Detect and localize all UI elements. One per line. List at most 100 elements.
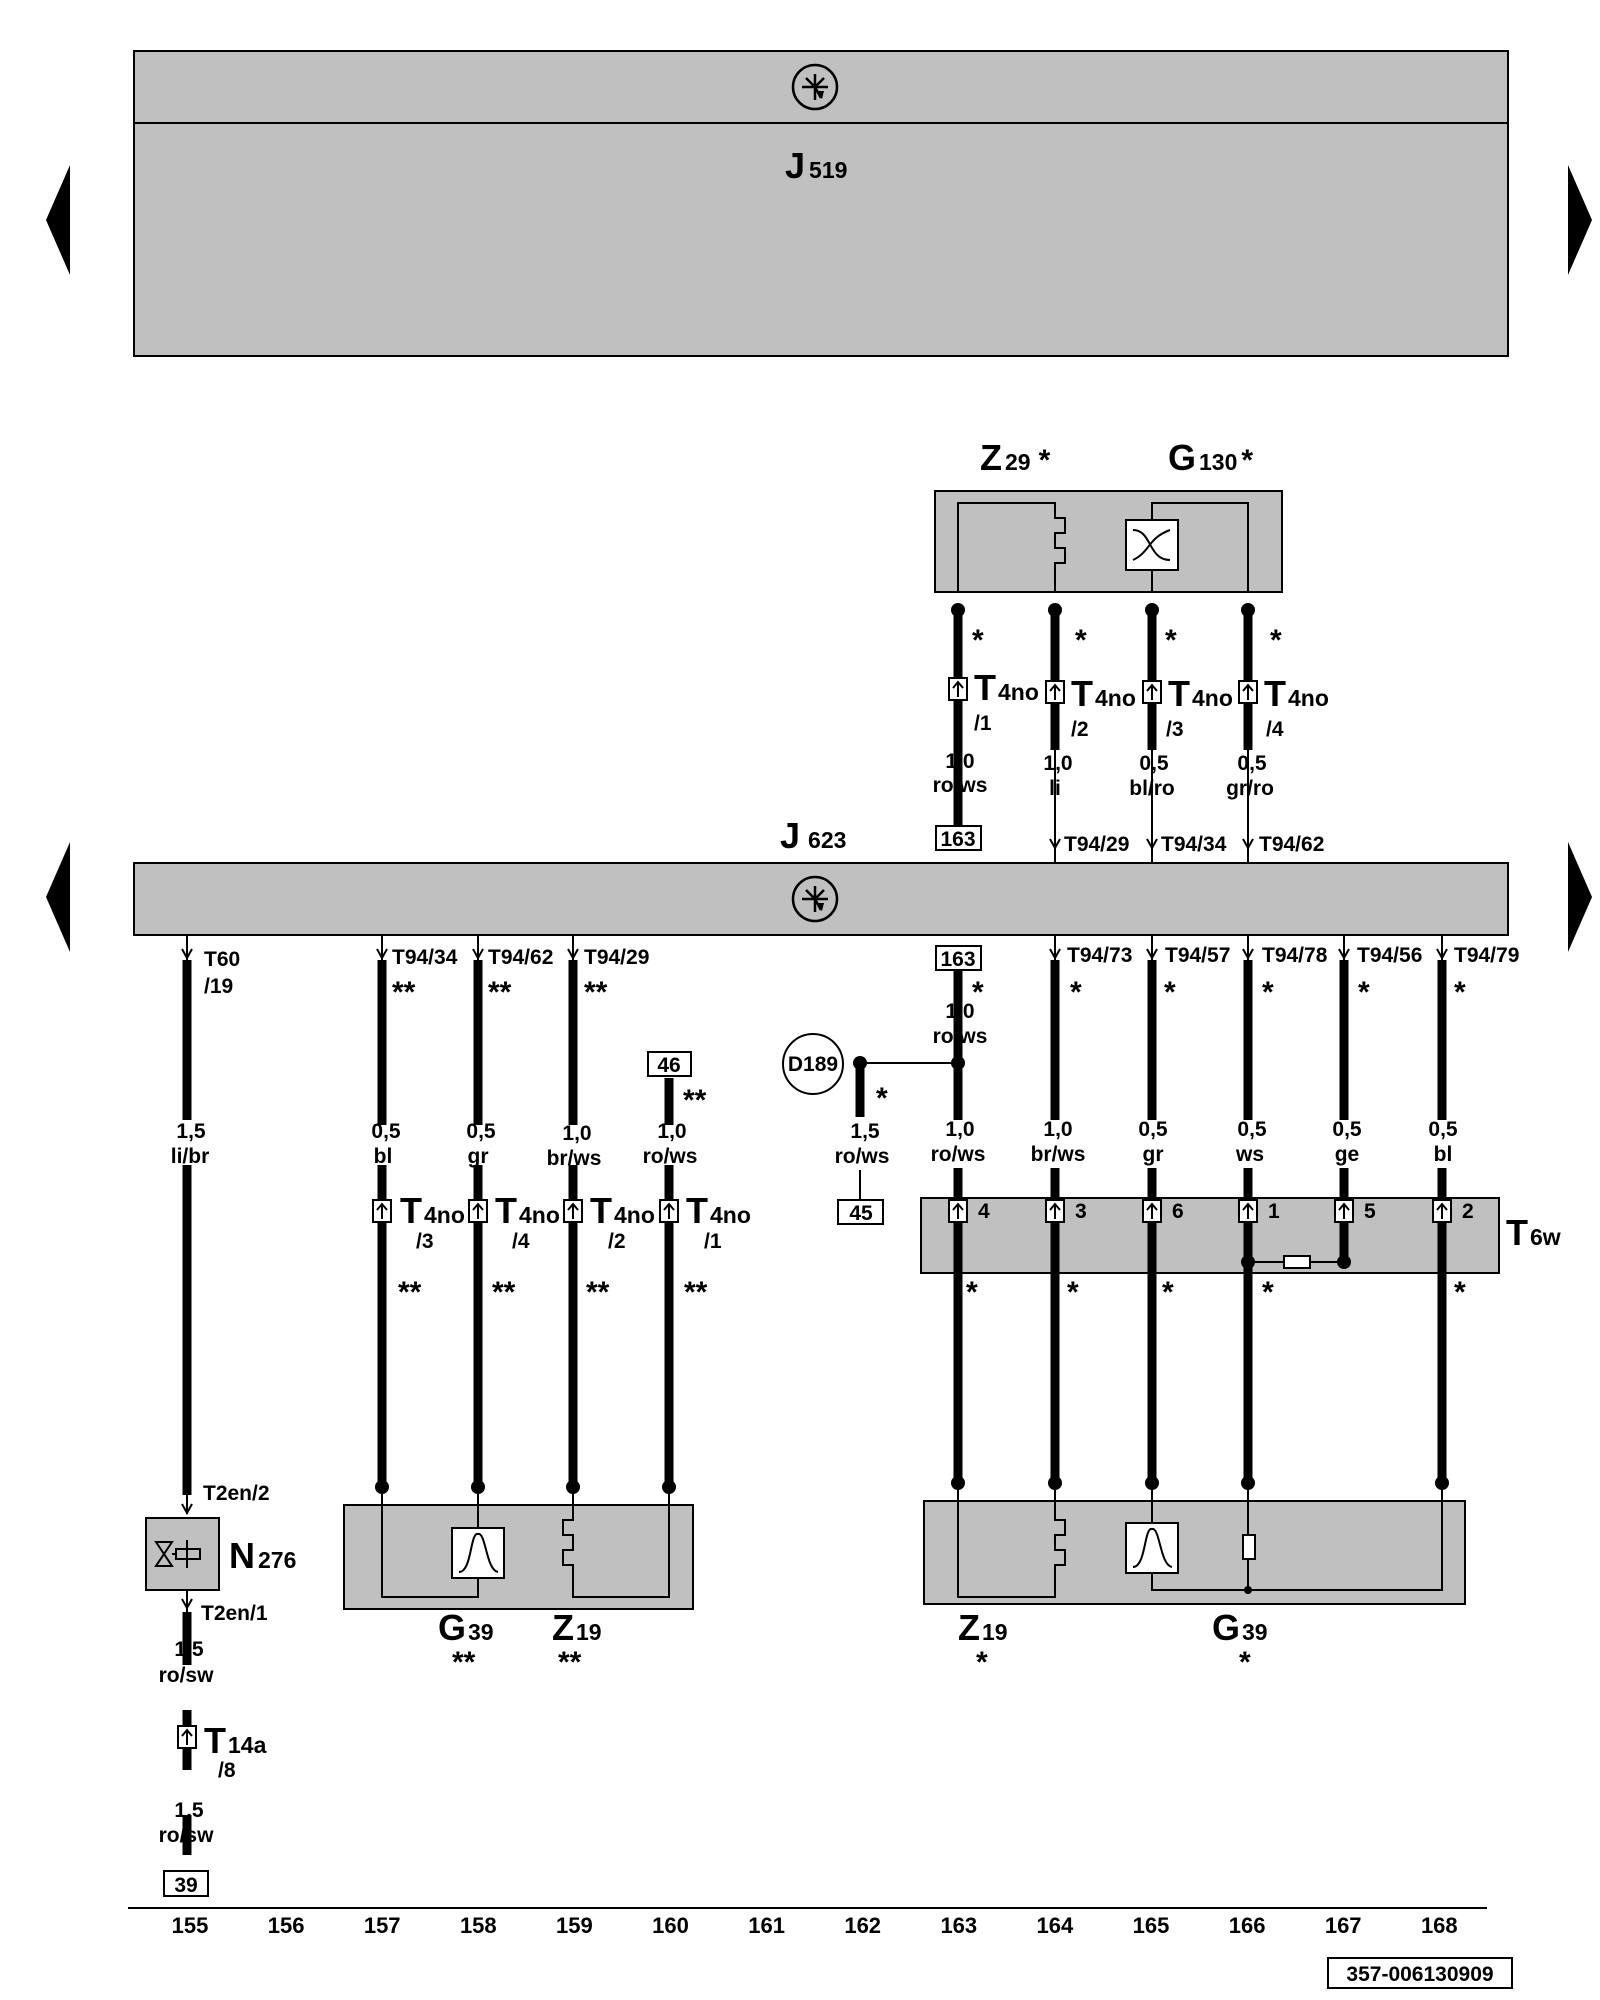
connector-sub: 4no <box>424 1202 465 1228</box>
svg-text:Z19: Z19 <box>958 1607 1008 1648</box>
wire-color: ge <box>1335 1143 1360 1166</box>
connector-icon <box>1238 1199 1258 1223</box>
next-page-arrow-icon[interactable] <box>1568 165 1592 275</box>
connector-pin: /2 <box>608 1230 626 1253</box>
column-number: 165 <box>1133 1913 1170 1938</box>
reference-number[interactable]: 46 <box>657 1054 680 1077</box>
t6w-sub: 6w <box>1530 1224 1561 1250</box>
wire-gauge: 0,5 <box>466 1120 496 1143</box>
g130-sub: 130 <box>1199 449 1237 475</box>
wire-gauge: 1,5 <box>176 1120 206 1143</box>
sensor-icon <box>1125 519 1179 571</box>
document-id-box <box>1327 1957 1513 1989</box>
reference-box <box>837 1199 884 1225</box>
wire-mark: * <box>1162 1276 1174 1309</box>
reference-number[interactable]: 45 <box>849 1202 873 1225</box>
connector-pin: 6 <box>1172 1200 1184 1223</box>
prev-page-arrow-icon[interactable] <box>46 842 70 952</box>
g39-sub: 39 <box>468 1619 494 1645</box>
pin-label: T94/34 <box>392 946 458 969</box>
wire-color: gr/ro <box>1226 777 1274 800</box>
svg-text:T6w: T6w <box>1506 1212 1561 1253</box>
svg-text:T4no: T4no <box>1168 673 1233 714</box>
svg-text:T14a: T14a <box>204 1720 267 1761</box>
wire-color: ro/ws <box>835 1145 890 1168</box>
reference-box <box>163 1870 209 1897</box>
connector-label: T <box>1071 673 1093 714</box>
g130-label: G <box>1168 437 1196 478</box>
wire-gauge: 0,5 <box>371 1120 401 1143</box>
wire-color: ro/sw <box>159 1664 215 1687</box>
wire-color: ro/ws <box>933 1025 988 1048</box>
reference-number[interactable]: 163 <box>940 948 975 971</box>
wire-mark: ** <box>492 1276 516 1309</box>
wire-mark: ** <box>683 1084 707 1117</box>
pin-label: /19 <box>204 975 233 998</box>
connector-label: T <box>400 1190 422 1231</box>
d189-connection <box>782 1033 965 1225</box>
t6w-label: T <box>1506 1212 1528 1253</box>
reference-number[interactable]: 163 <box>940 828 975 851</box>
d189-label: D189 <box>788 1053 838 1076</box>
wire-gauge: 0,5 <box>1332 1118 1362 1141</box>
connector-icon <box>1238 680 1258 704</box>
pin-label: T94/73 <box>1067 944 1132 967</box>
resistor-icon <box>1283 1255 1311 1269</box>
reference-number[interactable]: 39 <box>174 1874 197 1897</box>
connector-pin: /1 <box>974 712 992 735</box>
next-page-arrow-icon[interactable] <box>1568 842 1592 952</box>
pin-label: T94/56 <box>1357 944 1422 967</box>
pin-label: T94/79 <box>1454 944 1519 967</box>
svg-text:G39: G39 <box>438 1607 494 1648</box>
connector-label: T <box>495 1190 517 1231</box>
column-number: 167 <box>1325 1913 1362 1938</box>
connector-sub: 4no <box>1192 685 1233 711</box>
prev-page-arrow-icon[interactable] <box>46 165 70 275</box>
wire-gauge: 1,0 <box>1043 1118 1072 1141</box>
z29-sub: 29 <box>1005 449 1031 475</box>
connector-icon <box>659 1199 679 1223</box>
wire-mark: * <box>972 976 984 1009</box>
wire-mark: * <box>1358 976 1370 1009</box>
connector-icon <box>1045 680 1065 704</box>
connector-icon <box>177 1725 197 1749</box>
pin-label: T94/34 <box>1161 833 1227 856</box>
reference-box <box>935 825 982 851</box>
connector-label: T <box>204 1720 226 1761</box>
document-id: 357-006130909 <box>1346 1963 1493 1986</box>
column-155-wiring <box>145 935 220 1897</box>
z19-label: Z <box>958 1607 980 1648</box>
column-163-wiring <box>935 945 982 1482</box>
wire-mark: * <box>1262 976 1274 1009</box>
wire-color: bl/ro <box>1129 777 1175 800</box>
wire-gauge: 0,5 <box>1237 1118 1267 1141</box>
connector-icon <box>1142 680 1162 704</box>
connector-label: T <box>1168 673 1190 714</box>
connector-pin: 2 <box>1462 1200 1474 1223</box>
wire-color: ro/ws <box>643 1145 698 1168</box>
connector-sub: 14a <box>228 1732 267 1758</box>
wire-gauge: 1,0 <box>945 750 974 773</box>
connector-pin: /4 <box>512 1230 530 1253</box>
wire-mark: * <box>1165 624 1177 657</box>
wire-gauge: 0,5 <box>1138 1118 1168 1141</box>
wire-color: li/br <box>171 1145 210 1168</box>
svg-text:Z19: Z19 <box>552 1607 602 1648</box>
column-number: 159 <box>556 1913 593 1938</box>
connector-pin: /2 <box>1071 718 1089 741</box>
wire-mark: ** <box>392 976 416 1009</box>
pin-label: T2en/1 <box>201 1602 268 1625</box>
wire-mark: * <box>972 624 984 657</box>
pin-label: T94/62 <box>488 946 553 969</box>
z19-label: Z <box>552 1607 574 1648</box>
wire-color: li <box>1049 777 1061 800</box>
wire-color: bl <box>1434 1143 1453 1166</box>
left-wire-group <box>343 935 694 1610</box>
wire-gauge: 1,0 <box>657 1120 686 1143</box>
j623-control-unit <box>133 862 1509 936</box>
wire-mark: * <box>1067 1276 1079 1309</box>
wire-mark: * <box>876 1082 888 1115</box>
wire-gauge: 0,5 <box>1139 752 1169 775</box>
